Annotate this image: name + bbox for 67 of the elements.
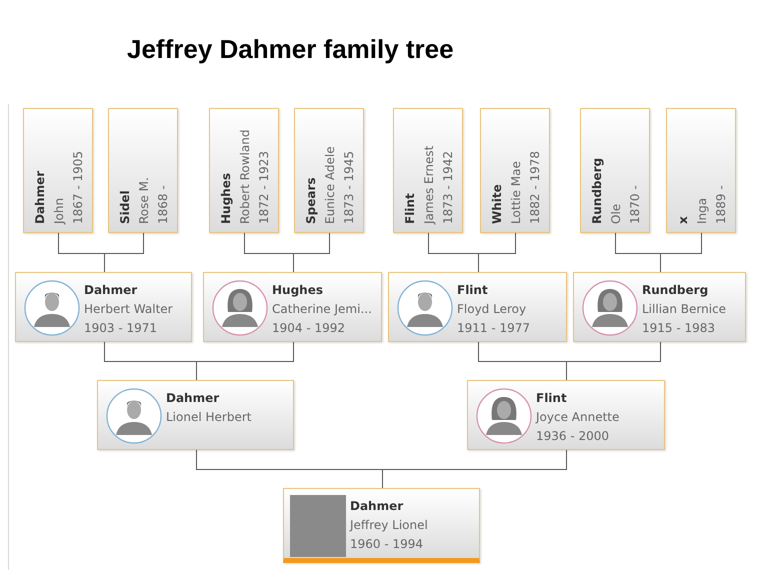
given-name-text: Lionel Herbert — [166, 409, 252, 426]
person-card — [203, 272, 382, 342]
connector-line — [293, 232, 330, 272]
ancestor-card — [108, 108, 178, 233]
surname-text: Rundberg — [589, 156, 605, 224]
surname-text: White — [489, 183, 505, 224]
ancestor-card — [480, 108, 550, 233]
connector-line — [382, 450, 567, 488]
connector-line — [196, 342, 294, 380]
ancestor-card — [393, 108, 463, 233]
dates-text: 1868 - — [155, 184, 171, 224]
connector-line — [660, 232, 702, 272]
person-card — [467, 380, 665, 450]
dates-text: 1872 - 1923 — [256, 150, 272, 224]
given-name-text: Eunice Adele — [322, 145, 338, 224]
person-card — [97, 380, 294, 450]
dates-text: 1882 - 1978 — [527, 150, 543, 224]
given-name-text: Robert Rowland — [237, 128, 253, 224]
title: Jeffrey Dahmer family tree — [127, 34, 454, 65]
given-name-text: Joyce Annette — [536, 409, 620, 426]
person-card — [388, 272, 567, 342]
dates-text: 1960 - 1994 — [350, 536, 424, 553]
surname-text: Dahmer — [166, 390, 220, 407]
surname-text: Hughes — [218, 172, 234, 224]
given-name-text: Jeffrey Lionel — [350, 517, 428, 534]
surname-text: x — [675, 215, 691, 224]
dates-text: 1889 - — [713, 184, 729, 224]
surname-text: Spears — [303, 176, 319, 224]
surname-text: Dahmer — [32, 170, 48, 224]
given-name-text: Ole — [608, 202, 624, 224]
given-name-text: James Ernest — [421, 144, 437, 224]
connector-line — [566, 342, 661, 380]
surname-text: Hughes — [272, 282, 324, 299]
ancestor-card — [294, 108, 364, 233]
connector-line — [104, 232, 144, 272]
surname-text: Flint — [536, 390, 568, 407]
dates-text: 1936 - 2000 — [536, 428, 610, 445]
dates-text: 1911 - 1977 — [457, 320, 530, 337]
surname-text: Sidel — [117, 189, 133, 224]
ancestor-card — [209, 108, 279, 233]
ancestor-card — [23, 108, 93, 233]
surname-text: Dahmer — [84, 282, 138, 299]
surname-text: Rundberg — [642, 282, 710, 299]
ancestor-card — [580, 108, 650, 233]
given-name-text: Inga — [694, 196, 710, 224]
given-name-text: Rose M. — [136, 176, 152, 224]
given-name-text: Lottie Mae — [508, 160, 524, 224]
dates-text: 1873 - 1945 — [341, 150, 357, 224]
dates-text: 1915 - 1983 — [642, 320, 716, 337]
person-card — [573, 272, 746, 342]
dates-text: 1870 - — [627, 184, 643, 224]
given-name-text: Lillian Bernice — [642, 301, 726, 318]
dates-text: 1904 - 1992 — [272, 320, 346, 337]
given-name-text: John — [51, 196, 67, 224]
dates-text: 1867 - 1905 — [70, 150, 86, 224]
surname-text: Dahmer — [350, 498, 404, 515]
given-name-text: Floyd Leroy — [457, 301, 528, 318]
person-card — [15, 272, 192, 342]
dates-text: 1903 - 1971 — [84, 320, 158, 337]
connector-line — [478, 232, 516, 272]
given-name-text: Catherine Jemi... — [272, 301, 372, 318]
surname-text: Flint — [457, 282, 489, 299]
dates-text: 1873 - 1942 — [440, 150, 456, 224]
given-name-text: Herbert Walter — [84, 301, 173, 318]
ancestor-card — [666, 108, 736, 233]
person-card — [283, 488, 480, 563]
surname-text: Flint — [402, 192, 418, 224]
